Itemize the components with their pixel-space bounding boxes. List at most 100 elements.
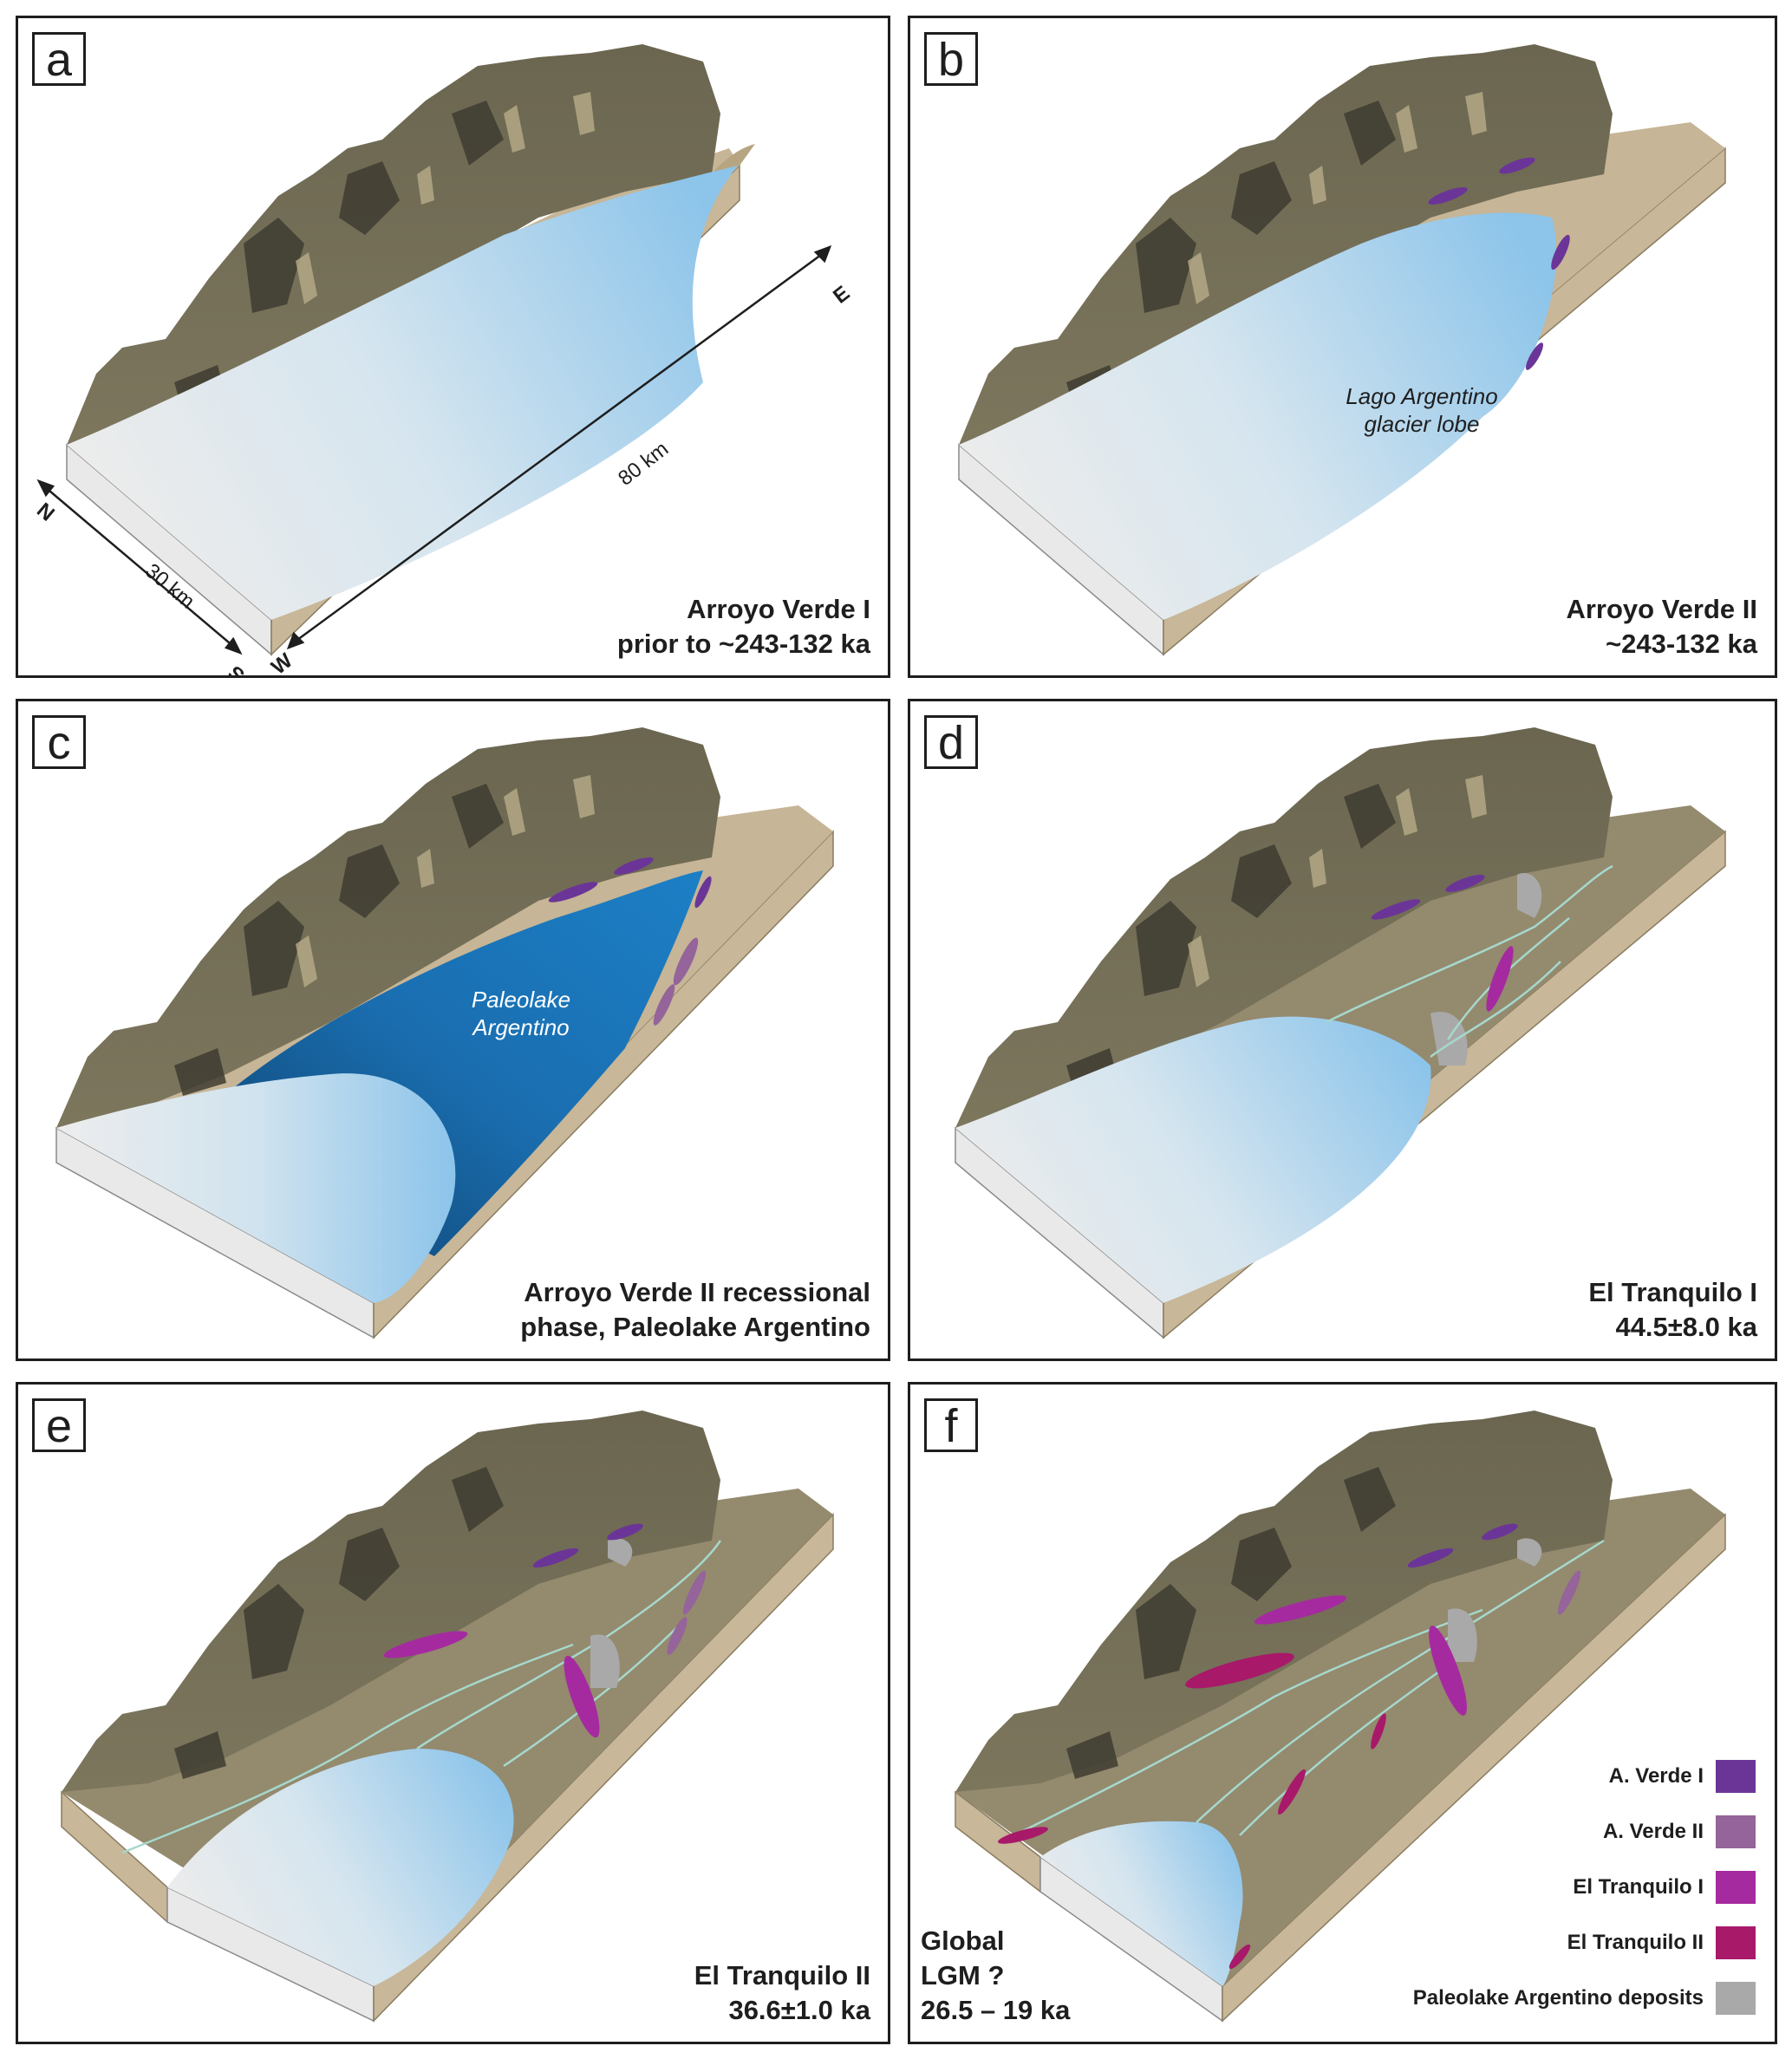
meltwater-channels xyxy=(1013,1539,1605,1837)
caption-line: 36.6±1.0 ka xyxy=(728,1995,870,2025)
block-right-face xyxy=(1222,1513,1726,2023)
legend-item: El Tranquilo II xyxy=(1305,1915,1756,1971)
legend-item: El Tranquilo I xyxy=(1305,1860,1756,1915)
compass-s: S xyxy=(223,661,249,678)
moraines-av1 xyxy=(1407,1523,1518,1568)
moraines-av2 xyxy=(1557,1570,1581,1615)
panel-letter: b xyxy=(924,32,978,86)
legend-swatch xyxy=(1716,1982,1756,2015)
label-line: Lago Argentino xyxy=(1346,383,1498,409)
moraines-av1 xyxy=(1428,157,1570,370)
legend-label: El Tranquilo I xyxy=(1573,1875,1704,1899)
panel-b: b Lago Argentino glacier lobe Arroyo Ver… xyxy=(908,16,1777,678)
block-diagram-f xyxy=(955,1411,1726,2023)
panel-caption: Arroyo Verde II ~243-132 ka xyxy=(1566,592,1757,661)
panel-letter: a xyxy=(32,32,86,86)
label-line: glacier lobe xyxy=(1364,411,1480,437)
legend-label: A. Verde II xyxy=(1602,1820,1704,1843)
block-diagram-e xyxy=(61,1411,834,2023)
glacier-ice xyxy=(955,1016,1431,1303)
legend-swatch xyxy=(1716,1760,1756,1793)
caption-line: ~243-132 ka xyxy=(1606,629,1757,659)
moraines-av2 xyxy=(653,937,699,1026)
glacier-ice xyxy=(67,166,738,620)
mountain-shadow xyxy=(174,784,504,1096)
caption-line: Arroyo Verde II recessional xyxy=(524,1277,870,1307)
legend-swatch xyxy=(1716,1815,1756,1848)
legend-item: A. Verde I xyxy=(1305,1749,1756,1804)
glacier-ice xyxy=(1040,1821,1243,1986)
legend-swatch xyxy=(1716,1926,1756,1959)
panel-caption: Arroyo Verde I prior to ~243-132 ka xyxy=(617,592,870,661)
caption-line: prior to ~243-132 ka xyxy=(616,629,870,659)
legend-label: Paleolake Argentino deposits xyxy=(1412,1986,1704,2010)
block-diagram-c xyxy=(55,727,834,1339)
legend-label: El Tranquilo II xyxy=(1567,1931,1704,1954)
legend-label: A. Verde I xyxy=(1608,1764,1704,1788)
caption-line: LGM ? xyxy=(921,1960,1005,1991)
mountain-highlights xyxy=(296,92,595,304)
label-line: Paleolake xyxy=(471,987,571,1013)
caption-line: El Tranquilo II xyxy=(694,1960,870,1991)
panel-caption: Arroyo Verde II recessional phase, Paleo… xyxy=(520,1275,870,1345)
moraines-av2 xyxy=(667,1570,707,1655)
block-diagram-b xyxy=(958,44,1726,656)
panel-letter: e xyxy=(32,1398,86,1452)
mountain-range xyxy=(62,1411,720,1792)
compass-n: N xyxy=(32,498,59,526)
glacier-lobe-label: Lago Argentino glacier lobe xyxy=(1326,382,1517,438)
mountain-shadow xyxy=(174,1467,504,1779)
mountain-highlights xyxy=(1188,92,1487,304)
mountain-range xyxy=(955,1411,1613,1792)
panel-e: e El Tranquilo II 36.6±1.0 ka xyxy=(16,1382,890,2044)
compass-e: E xyxy=(829,282,854,309)
mountain-range xyxy=(67,44,720,445)
caption-line: 26.5 – 19 ka xyxy=(921,1995,1071,2025)
legend-swatch xyxy=(1716,1871,1756,1904)
glacier-ice xyxy=(56,1073,456,1303)
moraines-av1 xyxy=(532,1523,643,1568)
mountain-shadow xyxy=(1066,1467,1396,1779)
moraines-av1 xyxy=(548,857,712,909)
panel-letter: d xyxy=(924,715,978,769)
panel-letter: c xyxy=(32,715,86,769)
block-diagram-d xyxy=(955,727,1726,1339)
panel-letter: f xyxy=(924,1398,978,1452)
panel-c: c Paleolake Argentino Arroyo Verde II re… xyxy=(16,699,890,1361)
panel-caption: El Tranquilo II 36.6±1.0 ka xyxy=(694,1958,870,2028)
paleolake-deposits xyxy=(1448,1538,1542,1662)
mountain-range xyxy=(959,44,1613,445)
glacier-ice xyxy=(167,1749,514,1986)
legend-item: Paleolake Argentino deposits xyxy=(1305,1971,1756,2026)
panel-caption: El Tranquilo I 44.5±8.0 ka xyxy=(1588,1275,1757,1345)
mountain-highlights xyxy=(1188,775,1487,987)
legend-item: A. Verde II xyxy=(1305,1804,1756,1860)
paleolake-label: Paleolake Argentino xyxy=(452,986,590,1041)
caption-line: Arroyo Verde II xyxy=(1566,594,1757,624)
mountain-shadow xyxy=(1066,784,1396,1096)
caption-line: Global xyxy=(921,1925,1005,1956)
panel-a: N S W E 30 km 80 km a Arroyo Verde I pri… xyxy=(16,16,890,678)
mountain-range xyxy=(955,727,1613,1128)
paleolake-deposits xyxy=(590,1538,633,1688)
panel-caption: Global LGM ? 26.5 – 19 ka xyxy=(921,1924,1070,2028)
caption-line: Arroyo Verde I xyxy=(687,594,870,624)
moraines-et1 xyxy=(1486,946,1514,1012)
legend: A. Verde I A. Verde II El Tranquilo I El… xyxy=(1305,1749,1756,2026)
moraines-et1 xyxy=(383,1631,600,1738)
moraines-et2 xyxy=(997,1652,1386,1970)
caption-line: phase, Paleolake Argentino xyxy=(520,1312,870,1342)
mountain-highlights xyxy=(296,775,595,987)
panel-f: f Global LGM ? 26.5 – 19 ka A. Verde I A… xyxy=(908,1382,1777,2044)
caption-line: 44.5±8.0 ka xyxy=(1615,1312,1757,1342)
moraines-av1 xyxy=(1371,875,1485,920)
panel-d: d El Tranquilo I 44.5±8.0 ka xyxy=(908,699,1777,1361)
mountain-range xyxy=(56,727,720,1128)
moraines-et1 xyxy=(1254,1595,1467,1716)
block-right-face xyxy=(373,1513,834,2023)
glacier-ice xyxy=(959,212,1557,620)
block-diagram-a: N S W E 30 km 80 km xyxy=(32,44,854,678)
caption-line: El Tranquilo I xyxy=(1588,1277,1757,1307)
scale-arrows xyxy=(36,244,832,655)
label-line: Argentino xyxy=(472,1014,570,1040)
